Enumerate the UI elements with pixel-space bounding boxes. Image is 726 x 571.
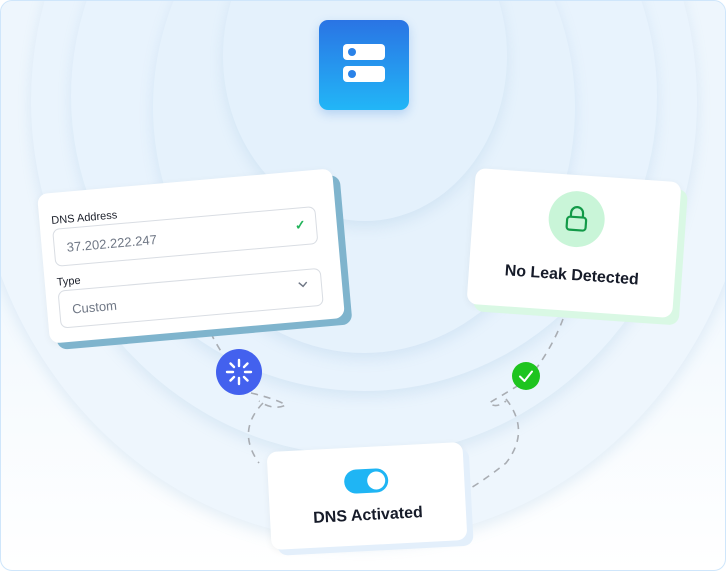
dns-address-value: 37.202.222.247 <box>66 231 158 255</box>
server-rack-icon <box>343 66 385 82</box>
no-leak-card: No Leak Detected <box>466 167 682 319</box>
lock-badge <box>546 189 607 250</box>
type-label: Type <box>56 274 82 289</box>
dns-toggle[interactable] <box>343 467 389 495</box>
lock-icon <box>565 206 588 232</box>
type-select[interactable]: Custom <box>57 267 324 329</box>
dns-activated-title: DNS Activated <box>312 504 424 527</box>
dns-activated-card: DNS Activated <box>266 441 468 551</box>
no-leak-title: No Leak Detected <box>504 262 640 289</box>
server-app-icon <box>319 20 409 110</box>
server-rack-icon <box>343 44 385 60</box>
check-icon <box>519 370 533 382</box>
chevron-down-icon <box>298 281 308 288</box>
spinner-icon <box>225 358 253 386</box>
type-value: Custom <box>71 297 118 317</box>
dns-settings-card: DNS Address 37.202.222.247 ✓ Type Custom <box>37 168 345 344</box>
valid-check-icon: ✓ <box>294 216 307 233</box>
loading-badge <box>216 349 262 395</box>
success-badge <box>512 362 540 390</box>
